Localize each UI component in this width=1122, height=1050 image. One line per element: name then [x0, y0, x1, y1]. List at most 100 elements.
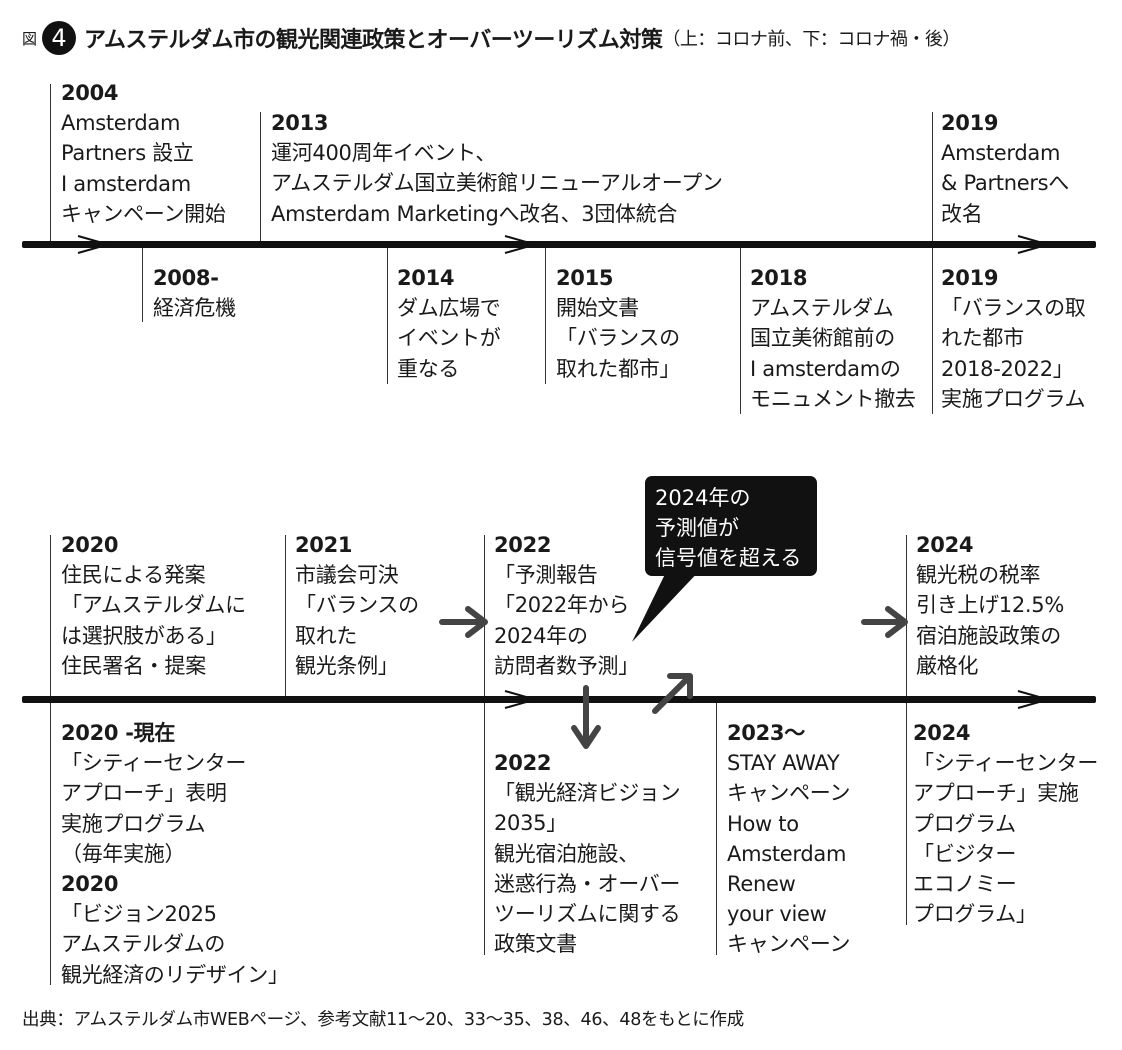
event-text: 住民による発案 — [61, 563, 206, 588]
event-text: れた都市 — [941, 326, 1024, 351]
event-2022-vision-2035: 2022 「観光経済ビジョン 2035」 観光宿泊施設、 迷惑行為・オーバー ツ… — [494, 748, 681, 959]
event-text: ツーリズムに関する — [494, 902, 681, 927]
connector-line — [932, 112, 933, 244]
connector-line — [906, 703, 907, 925]
event-text: は選択肢がある」 — [61, 623, 227, 648]
event-2024-tax: 2024 観光税の税率 引き上げ12.5% 宿泊施設政策の 厳格化 — [916, 530, 1064, 681]
event-text: 観光条例」 — [295, 653, 399, 678]
event-text: 宿泊施設政策の — [916, 623, 1061, 648]
event-text: 「予測報告 — [494, 563, 598, 588]
event-text: Amsterdam — [61, 111, 181, 136]
figure-label: 図 — [22, 29, 38, 48]
event-2018-monument: 2018 アムステルダム 国立美術館前の I amsterdamの モニュメント… — [750, 263, 916, 414]
event-text: イベントが — [397, 326, 501, 351]
event-text: 観光宿泊施設、 — [494, 841, 639, 866]
event-text: アムステルダムの — [61, 932, 226, 957]
callout-text: 予測値が — [655, 516, 739, 540]
event-text: & Partnersへ — [941, 171, 1070, 196]
upper-timeline-axis — [22, 241, 1096, 248]
event-text: アプローチ」表明 — [61, 781, 227, 806]
event-2023-stay-away: 2023〜 STAY AWAY キャンペーン How to Amsterdam … — [727, 718, 850, 960]
event-2020-initiative: 2020 住民による発案 「アムステルダムに は選択肢がある」 住民署名・提案 — [61, 530, 246, 681]
event-text: 実施プログラム — [941, 386, 1086, 411]
event-year: 2020 — [61, 533, 119, 557]
callout-text: 2024年の — [655, 486, 751, 510]
event-year: 2019 — [941, 266, 999, 290]
event-text: I amsterdam — [61, 171, 191, 196]
connector-line — [906, 535, 907, 699]
event-text: 「シティーセンター — [913, 751, 1099, 776]
event-2013-canal: 2013 運河400周年イベント、 アムステルダム国立美術館リニューアルオープン… — [271, 108, 723, 229]
event-year: 2023〜 — [727, 721, 805, 745]
event-2008-crisis: 2008- 経済危機 — [153, 263, 236, 323]
event-2019-program: 2019 「バランスの取 れた都市 2018-2022」 実施プログラム — [941, 263, 1086, 414]
event-year: 2008- — [153, 266, 219, 290]
callout-tail — [632, 568, 702, 642]
event-text: 観光経済のリデザイン」 — [61, 962, 289, 987]
event-text: キャンペーン開始 — [61, 201, 226, 226]
event-year: 2024 — [916, 533, 974, 557]
event-text: 「観光経済ビジョン — [494, 781, 681, 806]
event-text: プログラム」 — [913, 902, 1037, 927]
event-text: 2035」 — [494, 811, 567, 836]
event-text: I amsterdamの — [750, 356, 901, 381]
event-year: 2020 — [61, 872, 119, 896]
event-text: モニュメント撤去 — [750, 386, 916, 411]
figure-title: 図 4 アムステルダム市の観光関連政策とオーバーツーリズム対策 （上：コロナ前、… — [22, 18, 960, 58]
event-2020-city-center: 2020 -現在 「シティーセンター アプローチ」表明 実施プログラム （毎年実… — [61, 718, 246, 869]
event-text: 厳格化 — [916, 653, 979, 678]
event-text: アムステルダム — [750, 296, 894, 321]
connector-line — [50, 535, 51, 699]
event-text: 政策文書 — [494, 932, 577, 957]
event-text: 迷惑行為・オーバー — [494, 871, 681, 896]
bold-right-arrow-icon — [439, 606, 488, 638]
event-2022-forecast: 2022 「予測報告 「2022年から 2024年の 訪問者数予測」 — [494, 530, 639, 681]
event-year: 2019 — [941, 111, 999, 135]
event-text: Amsterdam — [727, 841, 847, 866]
event-2015-balanced-city: 2015 開始文書 「バランスの 取れた都市」 — [556, 263, 681, 384]
event-2014-dam-square: 2014 ダム広場で イベントが 重なる — [397, 263, 501, 384]
event-year: 2020 -現在 — [61, 721, 176, 745]
event-text: 「ビジター — [913, 841, 1017, 866]
event-text: プログラム — [913, 811, 1016, 836]
event-text: Amsterdam Marketingへ改名、3団体統合 — [271, 201, 678, 226]
event-text: 運河400周年イベント、 — [271, 141, 497, 166]
event-year: 2018 — [750, 266, 808, 290]
event-text: 「バランスの取 — [941, 296, 1086, 321]
source-note: 出典：アムステルダム市WEBページ、参考文献11〜20、33〜35、38、46、… — [22, 1010, 744, 1030]
event-text: 重なる — [397, 356, 460, 381]
event-text: 取れた都市」 — [556, 356, 681, 381]
event-text: 経済危機 — [153, 296, 236, 321]
connector-line — [142, 248, 143, 322]
event-text: 観光税の税率 — [916, 563, 1041, 588]
event-text: How to — [727, 811, 799, 836]
connector-line — [50, 84, 51, 244]
event-2004-partners: 2004 Amsterdam Partners 設立 I amsterdam キ… — [61, 78, 226, 229]
event-text: 実施プログラム — [61, 811, 206, 836]
event-text: アプローチ」実施 — [913, 781, 1079, 806]
bold-diagonal-arrow-icon — [652, 673, 693, 714]
event-year: 2022 — [494, 533, 552, 557]
event-text: 改名 — [941, 201, 983, 226]
event-text: 2024年の — [494, 623, 588, 648]
lower-timeline-axis — [22, 696, 1096, 703]
event-text: 「アムステルダムに — [61, 593, 246, 618]
figure-title-subtitle: （上：コロナ前、下：コロナ禍・後） — [662, 29, 960, 50]
connector-line — [716, 703, 717, 955]
connector-line — [740, 248, 741, 414]
event-year: 2014 — [397, 266, 455, 290]
event-text: （毎年実施） — [61, 841, 186, 866]
event-text: エコノミー — [913, 872, 1017, 897]
callout-text: 信号値を超える — [655, 546, 802, 570]
event-year: 2024 — [913, 721, 971, 745]
event-text: キャンペーン — [727, 781, 851, 806]
connector-line — [484, 535, 485, 699]
event-text: Renew — [727, 872, 796, 897]
event-text: Partners 設立 — [61, 141, 194, 166]
event-year: 2015 — [556, 266, 614, 290]
event-text: 開始文書 — [556, 296, 639, 321]
connector-line — [484, 703, 485, 955]
bold-right-arrow-icon — [861, 606, 908, 638]
event-text: 「ビジョン2025 — [61, 902, 217, 927]
event-year: 2021 — [295, 533, 353, 557]
